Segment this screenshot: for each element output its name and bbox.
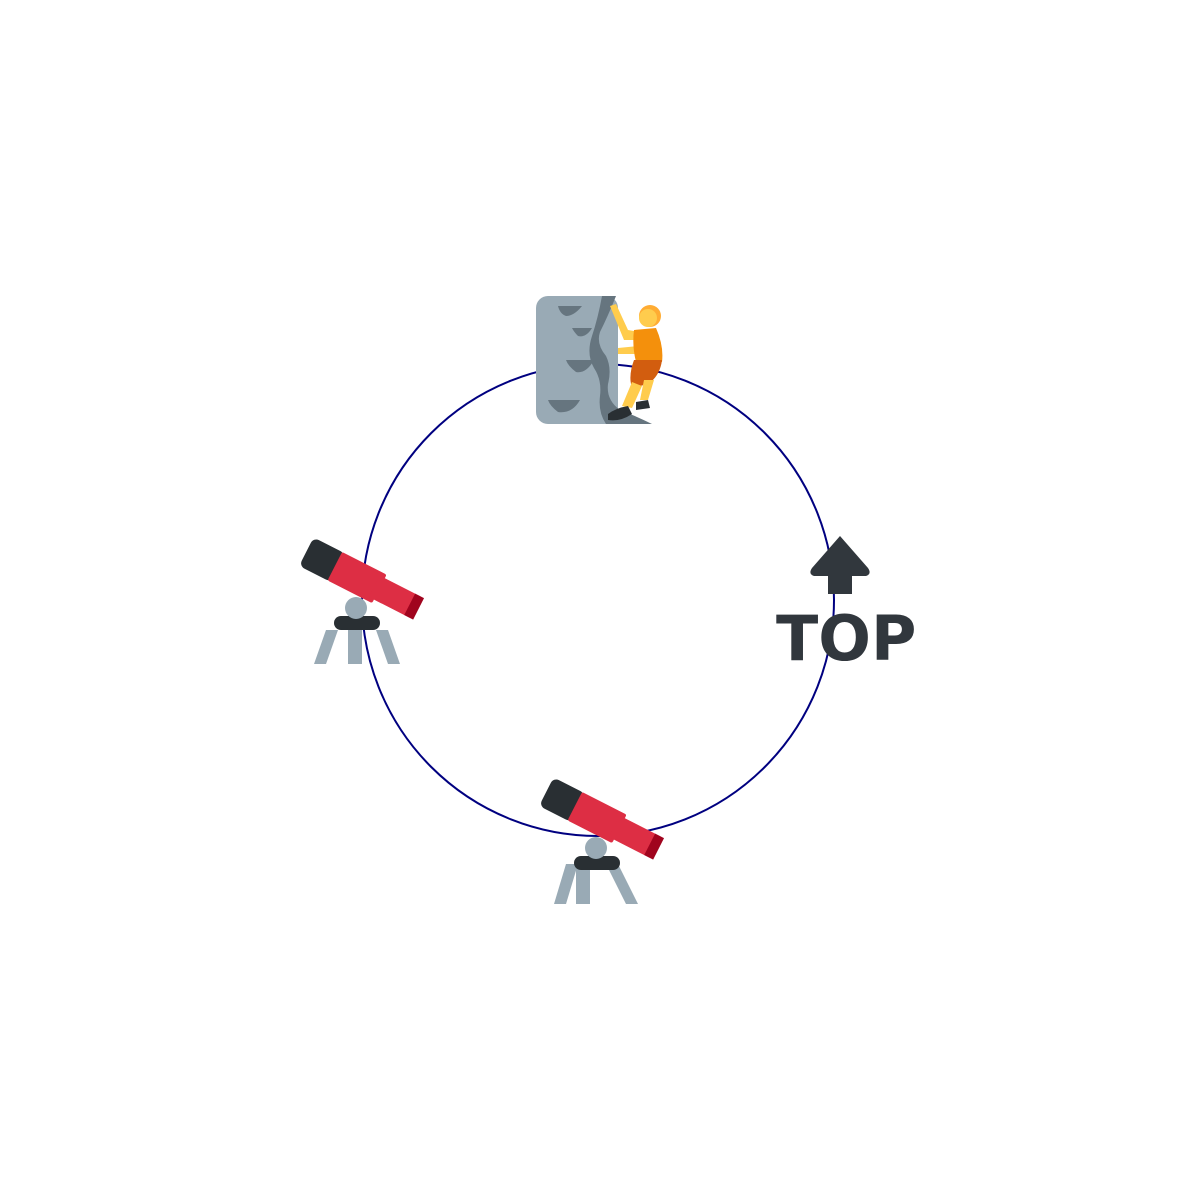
top-label: TOP [776, 602, 916, 675]
cycle-ring [361, 363, 835, 837]
top-arrow-icon: TOP [776, 536, 916, 675]
person-climbing-icon [536, 296, 663, 424]
telescope-icon [541, 779, 665, 904]
telescope-icon [301, 539, 425, 664]
